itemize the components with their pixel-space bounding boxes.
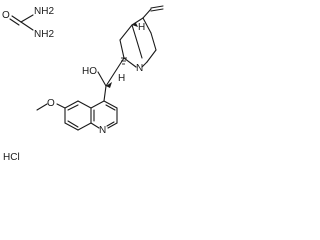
quinoline-nitrogen-label: N — [99, 125, 106, 136]
cage-bond-10 — [141, 61, 148, 68]
molecule-drawing: O NH2 NH2 H N H HO — [2, 5, 164, 163]
methoxy-o-ring-bond — [56, 103, 66, 109]
cage-bond-8 — [119, 39, 125, 59]
bridgehead-h-wedge — [132, 23, 138, 27]
urea-oxygen-label: O — [2, 10, 10, 21]
cage-bond-7 — [135, 37, 143, 59]
urea-c-n-bottom-bond — [20, 21, 34, 31]
carbinol-to-hydroxyl-bond — [97, 71, 107, 87]
urea-top-amine-label: NH2 — [34, 6, 54, 17]
quinoline-ring — [64, 100, 118, 131]
hydrochloride-label: HCl — [3, 152, 20, 163]
hydroxyl-label: HO — [82, 66, 97, 77]
quinoline-bond-c5-c6 — [64, 100, 79, 109]
quinoline-bond-c8-c8a — [77, 122, 92, 131]
vinyl-terminal-bond-b — [150, 8, 164, 12]
methoxy-oxygen-label: O — [47, 98, 55, 109]
urea-fragment — [9, 14, 34, 31]
quinuclidine-cage — [119, 5, 164, 68]
vinyl-chain-bond — [142, 8, 152, 19]
quinoline-bond-c4-c4a — [90, 100, 105, 109]
cage-bond-4 — [119, 24, 133, 41]
carbinol-wedge — [106, 82, 112, 88]
cage-bond-3 — [131, 24, 137, 39]
bridgehead-h-label: H — [138, 22, 145, 33]
urea-c-n-top-bond — [20, 14, 34, 23]
quinoline-bond-c7-c8 — [64, 122, 79, 131]
urea-c-o-bond-a — [11, 15, 22, 23]
cage-bond-6 — [146, 49, 157, 63]
quinuclidine-nitrogen-label: N — [136, 63, 143, 74]
quinoline-bond-c5-c6-inner — [67, 104, 79, 111]
methoxy-group — [36, 103, 66, 111]
cage-bond-2 — [142, 17, 152, 34]
quinoline-bond-c2-n1 — [107, 122, 118, 129]
quinoline-bond-c4a-c5 — [77, 100, 92, 109]
carbinol-to-quinoline-bond — [103, 85, 107, 102]
cage-bond-1 — [131, 17, 144, 26]
quinoline-bond-c2-n1-inner — [106, 121, 115, 127]
stereo-h-label: H — [118, 73, 125, 84]
carbinol-to-cage-bond — [105, 57, 125, 87]
quinoline-bond-c4-c3 — [103, 100, 118, 109]
quinoline-bond-c8a-n1 — [90, 122, 100, 129]
methoxy-o-methyl-bond — [36, 103, 48, 111]
urea-bottom-amine-label: NH2 — [34, 29, 54, 40]
carbinol-linker — [97, 57, 125, 102]
quinoline-bond-c7-c8-inner — [67, 120, 79, 128]
quinoline-bond-c3-c3-inner — [105, 104, 116, 111]
cage-bond-9 — [123, 57, 137, 68]
cage-bond-5 — [150, 32, 157, 51]
urea-c-o-bond-b — [9, 18, 20, 26]
vinyl-terminal-bond-a — [150, 5, 164, 9]
